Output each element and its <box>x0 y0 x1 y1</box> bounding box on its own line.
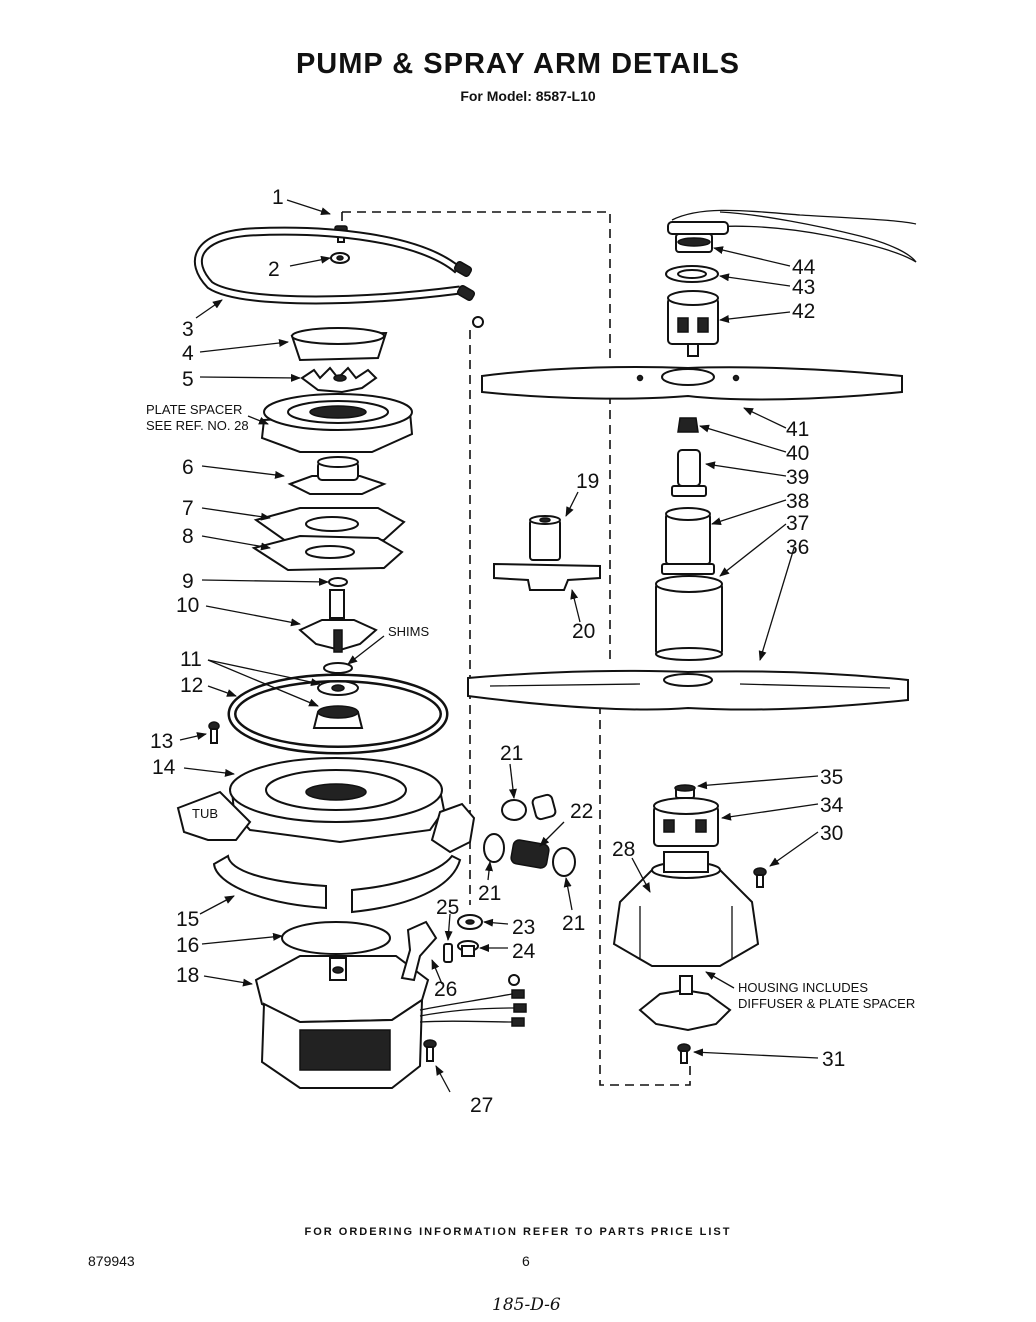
callout-5: 5 <box>182 368 194 391</box>
leader-lines <box>179 199 819 1093</box>
callout-22: 22 <box>570 800 593 823</box>
part-5-chopper-blade <box>300 366 378 394</box>
part-43-ring <box>665 265 719 283</box>
part-18-motor <box>254 955 527 1089</box>
part-10-impeller <box>298 589 378 653</box>
diffuser <box>638 975 732 1032</box>
callout-16: 16 <box>176 934 199 957</box>
ordering-note: FOR ORDERING INFORMATION REFER TO PARTS … <box>304 1226 732 1238</box>
callout-2: 2 <box>268 258 280 281</box>
callout-34: 34 <box>820 794 844 817</box>
part-21-22-hoses-clamps <box>483 793 576 877</box>
callout-18: 18 <box>176 964 199 987</box>
plate-spacer <box>260 393 414 453</box>
part-40-nut <box>677 417 699 433</box>
part-20-bracket <box>493 562 601 591</box>
part-31-screw <box>677 1043 691 1064</box>
tub-section <box>176 790 476 854</box>
part-39-tube <box>671 449 707 497</box>
callout-14: 14 <box>152 756 176 779</box>
document-code: 879943 <box>88 1253 135 1269</box>
callout-11: 11 <box>180 648 202 671</box>
part-2-washer <box>330 252 350 264</box>
part-12-gasket-ring <box>227 673 449 755</box>
part-34-35-hub <box>653 784 719 847</box>
lower-spray-arm <box>467 669 909 711</box>
callout-4: 4 <box>182 342 194 365</box>
callout-25: 25 <box>436 896 459 919</box>
callout-42: 42 <box>792 300 815 323</box>
callout-35: 35 <box>820 766 843 789</box>
callout-21-left: 21 <box>478 882 501 905</box>
plate-spacer-label: PLATE SPACER <box>146 402 242 417</box>
callout-7: 7 <box>182 497 194 520</box>
callout-31: 31 <box>822 1048 845 1071</box>
handwritten-note: 185-D-6 <box>492 1295 561 1315</box>
callout-numbers: 1 2 3 4 5 6 7 8 9 10 11 12 13 14 15 16 1… <box>150 186 845 1117</box>
part-28-housing <box>612 851 760 967</box>
callout-39: 39 <box>786 466 809 489</box>
callout-6: 6 <box>182 456 194 479</box>
callout-19: 19 <box>576 470 599 493</box>
part-19-fitting <box>529 515 561 561</box>
callout-26: 26 <box>434 978 457 1001</box>
callout-41: 41 <box>786 418 809 441</box>
callout-10: 10 <box>176 594 199 617</box>
part-9-washer <box>328 577 348 587</box>
callout-20: 20 <box>572 620 595 643</box>
callout-9: 9 <box>182 570 194 593</box>
shims-label: SHIMS <box>388 624 430 639</box>
part-13-screw <box>208 721 220 744</box>
part-11-seal <box>312 662 364 729</box>
housing-label-line2: DIFFUSER & PLATE SPACER <box>738 996 915 1011</box>
annotations: PLATE SPACER SEE REF. NO. 28 SHIMS TUB H… <box>146 402 915 1011</box>
part-6-pump-guard <box>287 456 387 495</box>
part-15-mounting-ring <box>212 854 462 914</box>
part-30-screw <box>753 867 767 888</box>
part-44-connector <box>675 233 713 253</box>
page-title: PUMP & SPRAY ARM DETAILS <box>295 48 741 80</box>
callout-43: 43 <box>792 276 815 299</box>
page-number: 6 <box>522 1253 530 1269</box>
alignment-lines <box>341 211 691 1086</box>
callout-24: 24 <box>512 940 536 963</box>
callout-13: 13 <box>150 730 173 753</box>
callout-27: 27 <box>470 1094 493 1117</box>
callout-3: 3 <box>182 318 194 341</box>
part-7-plate <box>253 507 406 546</box>
plate-spacer-ref-label: SEE REF. NO. 28 <box>146 418 249 433</box>
callout-36: 36 <box>786 536 809 559</box>
part-25-26-bracket-screw <box>400 920 453 982</box>
part-14-pump-base <box>229 757 446 844</box>
callout-28: 28 <box>612 838 635 861</box>
part-3-heater-element <box>193 226 484 328</box>
part-36-cylinder <box>655 575 723 661</box>
callout-15: 15 <box>176 908 199 931</box>
part-42-nozzle-base <box>667 290 719 357</box>
callout-8: 8 <box>182 525 194 548</box>
callout-37: 37 <box>786 512 809 535</box>
tub-label: TUB <box>192 806 218 821</box>
callout-40: 40 <box>786 442 809 465</box>
callout-1: 1 <box>272 186 284 209</box>
part-4-cover <box>290 327 388 362</box>
model-subtitle: For Model: 8587-L10 <box>460 88 596 104</box>
part-23-24-seal-plug <box>457 914 483 957</box>
callout-23: 23 <box>512 916 535 939</box>
housing-label: HOUSING INCLUDES <box>738 980 868 995</box>
callout-44: 44 <box>792 256 816 279</box>
part-27-screw <box>423 1039 437 1062</box>
part-16-motor-cover <box>281 921 391 955</box>
part-41-upper-spray-arm <box>481 365 903 401</box>
callout-12: 12 <box>180 674 203 697</box>
callout-21-right: 21 <box>562 912 585 935</box>
part-8-gasket <box>251 534 404 572</box>
part-37-38-sleeve <box>661 507 715 575</box>
callout-21-top: 21 <box>500 742 523 765</box>
callout-38: 38 <box>786 490 809 513</box>
callout-30: 30 <box>820 822 843 845</box>
